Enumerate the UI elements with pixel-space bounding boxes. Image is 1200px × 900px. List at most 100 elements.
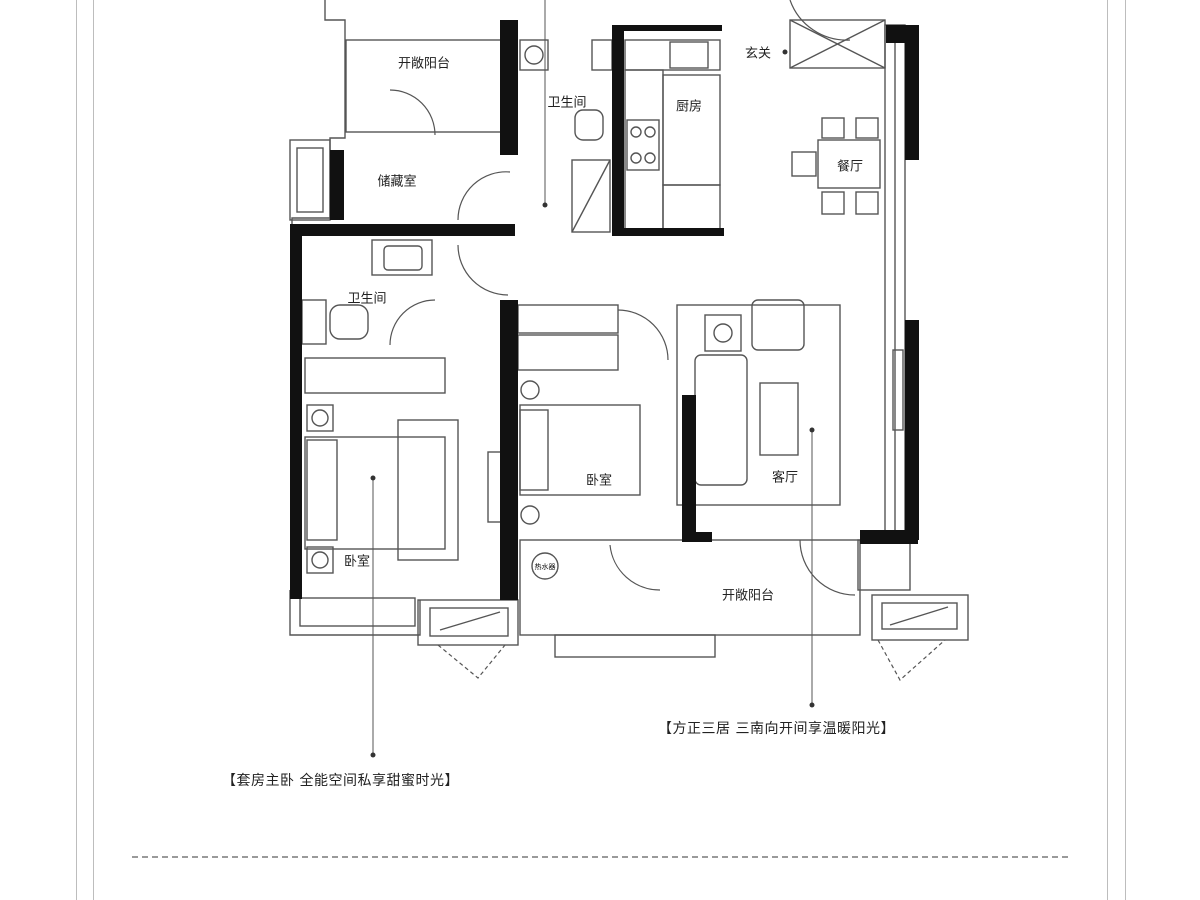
frame-line-right-inner [1107, 0, 1108, 900]
room-label-balcony-top: 开敞阳台 [397, 56, 451, 72]
water-heater-label: 热水器 [534, 563, 556, 571]
leader-lines [372, 0, 813, 755]
wall-balcony-bath [500, 20, 518, 155]
leader-dot-living-end [809, 702, 815, 708]
ac-box-right [871, 594, 969, 641]
coffee-table [759, 382, 799, 456]
ac-box-left-inner [429, 607, 509, 637]
fridge [662, 184, 721, 231]
living-tv [892, 349, 904, 431]
side-table [704, 314, 742, 352]
kitchen-counter-right [662, 74, 721, 186]
ac-left-swing [437, 644, 506, 679]
bath-top-cabinet [591, 39, 613, 71]
dining-chair-5 [791, 151, 817, 177]
burner-3 [630, 152, 642, 164]
kitchen-sink [669, 41, 709, 69]
room-label-storage: 储藏室 [377, 174, 417, 190]
lamp-left-2 [311, 551, 329, 569]
room-label-bedroom-left: 卧室 [343, 554, 371, 570]
wardrobe-mid [517, 334, 619, 371]
ac-box-left-diagonal [439, 611, 501, 631]
wall-east-upper [905, 25, 919, 160]
wall-bedroom-divider [500, 300, 518, 600]
balcony-bottom-outline [519, 539, 861, 636]
caption-master: 【套房主卧 全能空间私享甜蜜时光】 [222, 773, 459, 789]
wall-bath-left-top [290, 224, 515, 236]
dining-chair-3 [821, 191, 845, 215]
lamp-mid-2 [520, 505, 540, 525]
door-swings [389, 0, 946, 681]
cooktop [626, 119, 660, 171]
living-rug [676, 304, 841, 506]
entrance-cabinet [789, 19, 886, 69]
room-label-bath-left: 卫生间 [347, 291, 387, 307]
leader-dot-master-start [370, 475, 376, 481]
toilet-left [329, 304, 369, 340]
room-label-bath-top: 卫生间 [547, 95, 587, 111]
wardrobe-mid-top [517, 304, 619, 334]
nightstand-left-1 [306, 404, 334, 432]
bedroom-left-bottom [289, 590, 421, 636]
wall-living-west [682, 395, 696, 540]
sofa [694, 354, 748, 486]
pillows-left [306, 439, 338, 541]
entrance-cabinet-x2 [789, 19, 886, 69]
walls [290, 20, 919, 600]
dining-chair-2 [855, 117, 879, 139]
dining-table [817, 139, 881, 189]
leader-dot-living-start [809, 427, 815, 433]
door-hall [457, 244, 509, 296]
side-lamp [713, 323, 733, 343]
kitchen-sink-counter [624, 39, 721, 71]
washer [519, 39, 549, 71]
ac-box-right-diagonal [889, 606, 949, 626]
nightstand-left-2 [306, 546, 334, 574]
lamp-left-1 [311, 409, 329, 427]
wall-living-bottom [682, 532, 712, 542]
room-label-bedroom-mid: 卧室 [585, 473, 613, 489]
frame-line-left [76, 0, 77, 900]
water-heater-symbol [531, 552, 559, 580]
wall-kitchen-top [612, 25, 722, 31]
room-label-dining: 餐厅 [836, 159, 864, 175]
outline-west-upper [291, 0, 346, 238]
wall-east-corner [860, 530, 918, 544]
wall-east-top [886, 25, 910, 43]
wall-storage-west [330, 150, 344, 220]
ac-box-right-inner [881, 602, 958, 630]
pillows-mid [519, 409, 549, 491]
bed-left [304, 436, 446, 550]
burner-2 [644, 126, 656, 138]
wardrobe-left [304, 357, 446, 394]
bath-left-basin [383, 245, 423, 271]
wall-west [290, 224, 302, 599]
leader-dot-entrance [782, 49, 788, 55]
room-label-balcony-bottom: 开敞阳台 [721, 588, 775, 604]
room-label-entrance: 玄关 [744, 46, 772, 62]
frame-line-left-inner [93, 0, 94, 900]
toilet-top [574, 109, 604, 141]
door-entrance [789, 0, 851, 41]
storage-window-inner [296, 147, 324, 213]
door-bedroom-mid [617, 309, 669, 361]
wall-east-lower [905, 320, 919, 540]
balcony-right-box [857, 539, 911, 591]
bath-left-cabinet [301, 299, 327, 345]
lamp-mid-1 [520, 380, 540, 400]
bed-mid [519, 404, 641, 496]
shower-top-diagonal [571, 159, 611, 233]
kitchen-counter-left [624, 69, 664, 231]
door-balcony-bottom-2 [799, 539, 856, 596]
bedroom-left-window [299, 597, 416, 627]
divider-dashed [132, 856, 1068, 858]
leader-dot-bath-top [542, 202, 548, 208]
storage-window [289, 139, 331, 221]
wall-bath-kitchen [612, 25, 624, 235]
door-balcony-bottom-1 [609, 544, 661, 591]
balcony-bottom-rail [554, 634, 716, 658]
door-bath-left [389, 299, 436, 346]
ac-right-swing [877, 639, 946, 681]
room-label-living: 客厅 [771, 470, 799, 486]
